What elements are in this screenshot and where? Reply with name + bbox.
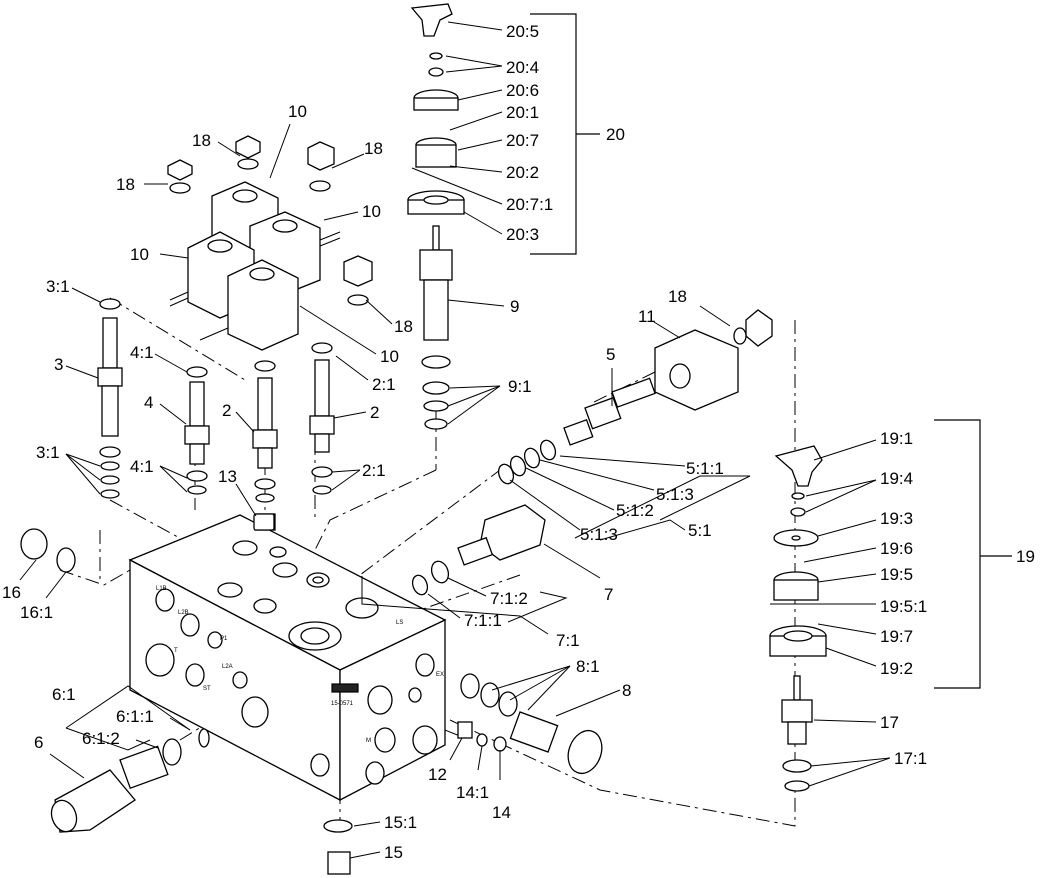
label-4-1-bottom: 4:1 — [130, 457, 154, 476]
label-13: 13 — [218, 467, 237, 486]
label-6-1-2: 6:1:2 — [82, 729, 120, 748]
label-8-1: 8:1 — [576, 657, 600, 676]
label-14: 14 — [492, 803, 511, 822]
label-2-left: 2 — [222, 401, 231, 420]
label-16: 16 — [2, 583, 21, 602]
item-19-stack — [769, 445, 827, 792]
label-6-1-1: 6:1:1 — [116, 707, 154, 726]
cartridge-2-left — [252, 360, 278, 531]
item-7-cartridge — [411, 504, 546, 596]
label-5: 5 — [606, 345, 615, 364]
label-4-1-top: 4:1 — [130, 343, 154, 362]
valve-block: L1B L2B P1 T ST L2A LS EX M 15-0571 — [128, 514, 447, 802]
label-19-6: 19:6 — [880, 539, 913, 558]
items-16-13-15 — [20, 513, 353, 875]
label-10-right: 10 — [362, 202, 381, 221]
label-7-1: 7:1 — [556, 631, 580, 650]
marking-l1b: L1B — [156, 586, 167, 592]
marking-st: ST — [203, 686, 211, 692]
item-11-coil — [654, 309, 773, 411]
label-17-1: 17:1 — [894, 749, 927, 768]
label-9: 9 — [510, 297, 519, 316]
label-20-6: 20:6 — [506, 81, 539, 100]
label-5-1-1: 5:1:1 — [686, 459, 724, 478]
label-3-1-top: 3:1 — [46, 277, 70, 296]
label-18-a: 18 — [192, 131, 211, 150]
label-6-1: 6:1 — [52, 685, 76, 704]
marking-p1: P1 — [220, 636, 228, 642]
label-15: 15 — [384, 843, 403, 862]
label-18-e: 18 — [668, 287, 687, 306]
label-14-1: 14:1 — [456, 783, 489, 802]
label-2-1-bottom: 2:1 — [362, 461, 386, 480]
label-20: 20 — [606, 125, 625, 144]
marking-l2a: L2A — [222, 664, 233, 670]
label-6: 6 — [34, 733, 43, 752]
marking-ex: EX — [436, 672, 444, 678]
label-20-7: 20:7 — [506, 131, 539, 150]
label-20-2: 20:2 — [506, 163, 539, 182]
label-10-left: 10 — [130, 245, 149, 264]
cartridge-3 — [97, 298, 123, 499]
label-7: 7 — [604, 585, 613, 604]
label-19-5-1: 19:5:1 — [880, 597, 927, 616]
label-5-1: 5:1 — [688, 521, 712, 540]
leader-lines — [19, 21, 891, 859]
marking-m: M — [366, 738, 371, 744]
label-7-1-1: 7:1:1 — [464, 611, 502, 630]
marking-t: T — [174, 648, 178, 654]
bracket-20 — [530, 13, 600, 255]
label-18-d: 18 — [394, 317, 413, 336]
label-20-4: 20:4 — [506, 58, 539, 77]
label-8: 8 — [622, 681, 631, 700]
item-20-stack — [407, 3, 465, 430]
cartridge-4 — [184, 366, 210, 495]
label-3: 3 — [54, 355, 63, 374]
marking-serial: 15-0571 — [331, 701, 354, 707]
label-19-4: 19:4 — [880, 469, 913, 488]
label-7-1-2: 7:1:2 — [490, 589, 528, 608]
nut-18-group — [167, 135, 373, 306]
label-11: 11 — [638, 307, 656, 326]
label-5-1-3-b: 5:1:3 — [580, 525, 618, 544]
label-19: 19 — [1016, 547, 1035, 566]
label-12: 12 — [428, 765, 447, 784]
label-19-7: 19:7 — [880, 627, 913, 646]
label-16-1: 16:1 — [20, 603, 53, 622]
label-10-top: 10 — [288, 102, 307, 121]
label-5-1-2: 5:1:2 — [616, 501, 654, 520]
label-19-2: 19:2 — [880, 659, 913, 678]
label-3-1-bottom: 3:1 — [36, 443, 60, 462]
label-18-b: 18 — [364, 139, 383, 158]
label-10-bottom: 10 — [380, 347, 399, 366]
callout-labels: 20:5 20:4 20:6 20:1 20:7 20:2 20:7:1 20:… — [2, 22, 1035, 862]
label-2-right: 2 — [370, 403, 379, 422]
solenoid-coil-stack — [169, 181, 341, 351]
label-9-1: 9:1 — [508, 377, 532, 396]
marking-ls: LS — [396, 620, 403, 626]
label-2-1-top: 2:1 — [372, 375, 396, 394]
marking-l2b: L2B — [178, 610, 189, 616]
cartridge-2-right — [309, 342, 335, 495]
label-15-1: 15:1 — [384, 813, 417, 832]
item-6-cartridge — [50, 728, 210, 833]
label-20-5: 20:5 — [506, 22, 539, 41]
label-20-7-1: 20:7:1 — [506, 195, 553, 214]
label-20-3: 20:3 — [506, 225, 539, 244]
label-18-c: 18 — [116, 175, 135, 194]
label-19-5: 19:5 — [880, 565, 913, 584]
label-4: 4 — [144, 393, 153, 412]
label-17: 17 — [880, 713, 899, 732]
label-5-1-3-a: 5:1:3 — [656, 485, 694, 504]
item-8-plug — [460, 673, 603, 775]
bracket-19 — [934, 419, 1012, 689]
label-19-3: 19:3 — [880, 509, 913, 528]
label-20-1: 20:1 — [506, 103, 539, 122]
label-19-1: 19:1 — [880, 429, 913, 448]
